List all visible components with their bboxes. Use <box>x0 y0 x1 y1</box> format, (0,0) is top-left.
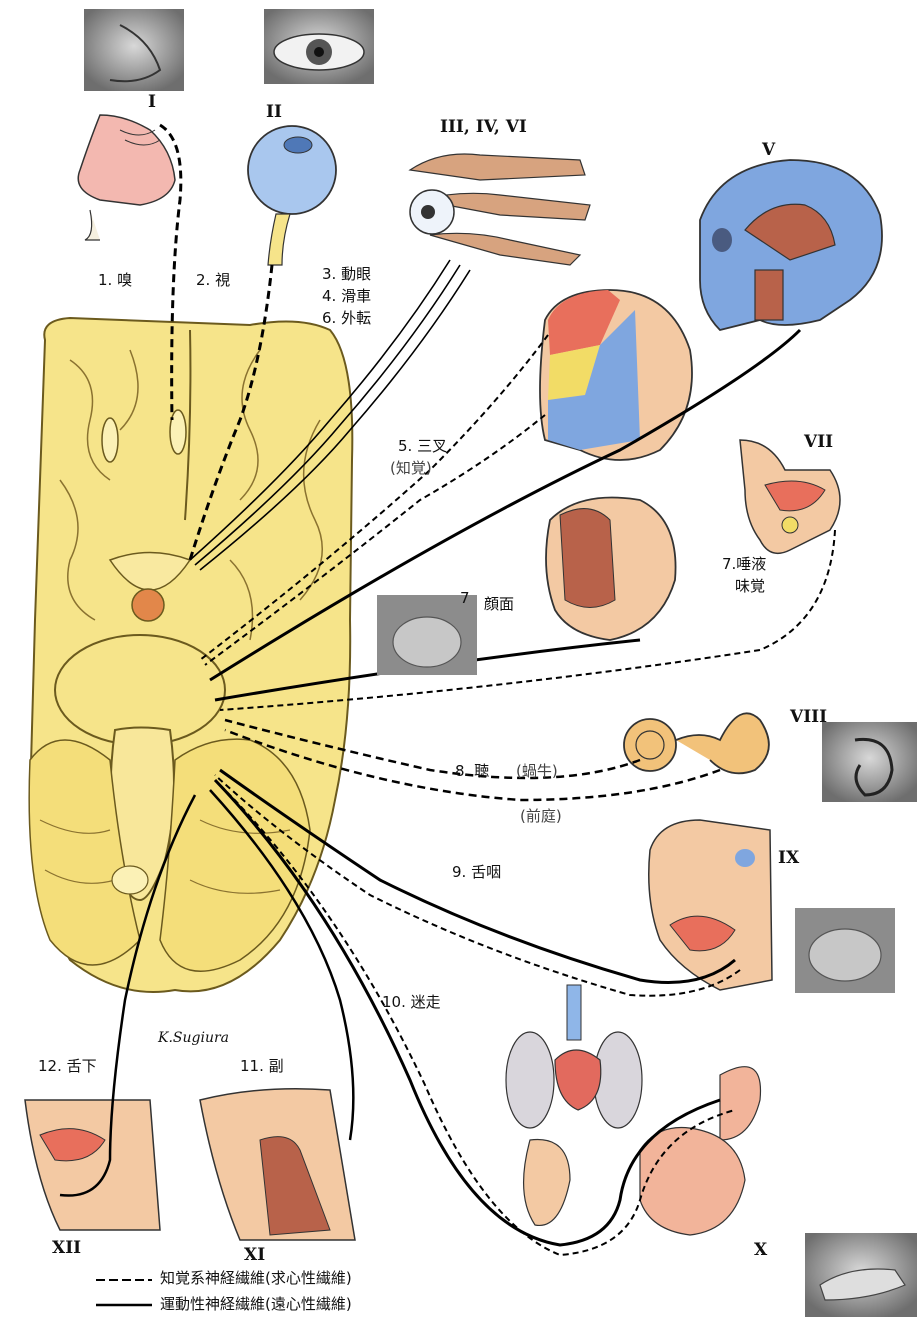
label-optic: 2. 視 <box>196 272 230 289</box>
roman-i: I <box>148 92 156 112</box>
face-muscles-sketch <box>546 498 676 641</box>
roman-vii: VII <box>804 432 833 452</box>
jaw-sketch <box>25 1100 160 1230</box>
eye-muscles-sketch <box>410 154 590 265</box>
throat-section-sketch <box>649 820 772 990</box>
label-vestibulocochlear: 8. 聴 <box>455 763 489 780</box>
nose-sketch <box>78 115 175 240</box>
artist-signature: K.Sugiura <box>158 1030 229 1046</box>
ear-photo <box>822 722 917 802</box>
inner-ear-sketch <box>624 713 769 773</box>
label-accessory: 11. 副 <box>240 1058 284 1075</box>
skull-sketch <box>700 160 882 330</box>
roman-viii: VIII <box>790 707 827 727</box>
mouth-section-sketch <box>740 440 840 553</box>
eye-photo <box>264 9 374 84</box>
roman-xi: XI <box>244 1245 265 1265</box>
label-vestibule: (前庭) <box>520 808 562 825</box>
face-dermatomes-sketch <box>540 290 692 460</box>
label-abducens: 6. 外転 <box>322 310 371 327</box>
eyeball-sketch <box>248 126 336 265</box>
label-facial-sensory: 7.唾液 <box>722 556 766 573</box>
label-hypoglossal: 12. 舌下 <box>38 1058 97 1075</box>
neck-sketch <box>200 1089 355 1240</box>
legend-motor: 運動性神経繊維(遠心性繊維) <box>160 1296 352 1313</box>
label-facial: 顔面 <box>484 596 514 613</box>
label-facial-num: 7 <box>460 590 470 607</box>
roman-v: V <box>762 140 775 160</box>
label-vagus: 10. 迷走 <box>382 994 441 1011</box>
thorax-abdomen-sketch <box>506 985 761 1235</box>
hand-photo <box>805 1233 917 1317</box>
roman-ii: II <box>266 102 282 122</box>
label-trigeminal-sub: (知覚) <box>390 460 432 477</box>
roman-iii-iv-vi: III, IV, VI <box>440 117 527 137</box>
roman-ix: IX <box>778 848 799 868</box>
legend-sensory: 知覚系神経繊維(求心性繊維) <box>160 1270 352 1287</box>
label-cochlea: (蝸牛) <box>516 763 558 780</box>
label-oculomotor: 3. 動眼 <box>322 266 371 283</box>
tongue-photo-2 <box>795 908 895 993</box>
label-olfactory: 1. 嗅 <box>98 272 132 289</box>
nose-photo <box>84 9 184 91</box>
roman-x: X <box>754 1240 767 1260</box>
label-glossopharyngeal: 9. 舌咽 <box>452 864 501 881</box>
label-trigeminal: 5. 三叉 <box>398 438 447 455</box>
label-trochlear: 4. 滑車 <box>322 288 371 305</box>
label-facial-sensory-sub: 味覚 <box>735 578 765 595</box>
roman-xii: XII <box>52 1238 81 1258</box>
